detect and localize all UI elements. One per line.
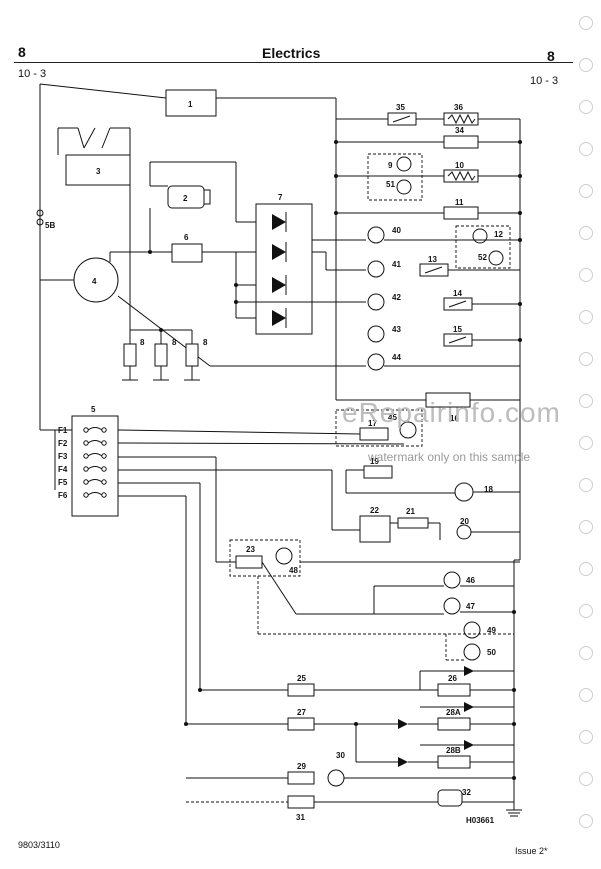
binder-hole	[579, 436, 593, 450]
issue-label: Issue 2*	[515, 846, 548, 856]
component-label-27: 27	[297, 708, 306, 717]
fuse-label-f1: F1	[58, 426, 68, 435]
section-number-right: 8	[547, 48, 555, 64]
fuse-element	[87, 453, 103, 457]
component-label-7: 7	[278, 193, 283, 202]
binder-hole	[579, 478, 593, 492]
component-label-18: 18	[484, 485, 493, 494]
binder-hole	[579, 226, 593, 240]
component-label-40: 40	[392, 226, 401, 235]
component-label-17: 17	[368, 419, 377, 428]
binder-hole	[579, 394, 593, 408]
binder-hole	[579, 772, 593, 786]
component-label-16: 16	[450, 414, 459, 423]
component-label-47: 47	[466, 602, 475, 611]
binder-hole	[579, 352, 593, 366]
component-label-4: 4	[92, 277, 97, 286]
fuse-label-f4: F4	[58, 465, 68, 474]
binder-hole	[579, 562, 593, 576]
header-rule	[14, 62, 573, 63]
binder-hole	[579, 142, 593, 156]
component-label-23: 23	[246, 545, 255, 554]
binder-holes	[579, 16, 595, 856]
fuse-element	[87, 466, 103, 470]
fuse-label-f6: F6	[58, 491, 68, 500]
fuse-label-f2: F2	[58, 439, 68, 448]
binder-hole	[579, 814, 593, 828]
component-label-6: 6	[184, 233, 189, 242]
component-label-41: 41	[392, 260, 401, 269]
component-label-44: 44	[392, 353, 401, 362]
page-ref-left: 10 - 3	[18, 68, 47, 80]
binder-hole	[579, 184, 593, 198]
component-label-28b: 28B	[446, 746, 461, 755]
component-label-52: 52	[478, 253, 487, 262]
component-label-43: 43	[392, 325, 401, 334]
component-label-50: 50	[487, 648, 496, 657]
component-label-25: 25	[297, 674, 306, 683]
component-label-15: 15	[453, 325, 462, 334]
drawing-reference: H03661	[466, 816, 495, 825]
component-label-45: 45	[388, 413, 397, 422]
fuse-element	[87, 492, 103, 496]
fuse-label-f5: F5	[58, 478, 68, 487]
component-label-5: 5	[91, 405, 96, 414]
binder-hole	[579, 268, 593, 282]
binder-hole	[579, 520, 593, 534]
component-label-29: 29	[297, 762, 306, 771]
component-label-51: 51	[386, 180, 395, 189]
component-label-1: 1	[188, 100, 193, 109]
component-label-28a: 28A	[446, 708, 461, 717]
fuse-element	[87, 479, 103, 483]
fuse-element	[87, 440, 103, 444]
component-label-19: 19	[370, 457, 379, 466]
binder-hole	[579, 730, 593, 744]
fuse-label-f3: F3	[58, 452, 68, 461]
component-label-30: 30	[336, 751, 345, 760]
page-title: Electrics	[262, 45, 321, 61]
component-label-49: 49	[487, 626, 496, 635]
component-label-11: 11	[455, 198, 464, 207]
component-label-42: 42	[392, 293, 401, 302]
component-label-36: 36	[454, 103, 463, 112]
page-ref-right: 10 - 3	[530, 75, 559, 87]
component-label-14: 14	[453, 289, 462, 298]
binder-hole	[579, 100, 593, 114]
component-label-5b: 5B	[45, 221, 55, 230]
component-label-31: 31	[296, 813, 305, 822]
component-label-20: 20	[460, 517, 469, 526]
binder-hole	[579, 604, 593, 618]
component-label-13: 13	[428, 255, 437, 264]
fuse-element	[87, 427, 103, 431]
component-label-8: 8	[172, 338, 177, 347]
component-label-46: 46	[466, 576, 475, 585]
doc-number: 9803/3110	[18, 840, 60, 850]
component-label-35: 35	[396, 103, 405, 112]
component-label-26: 26	[448, 674, 457, 683]
component-label-2: 2	[183, 194, 188, 203]
binder-hole	[579, 688, 593, 702]
component-label-8: 8	[203, 338, 208, 347]
component-label-22: 22	[370, 506, 379, 515]
component-label-3: 3	[96, 167, 101, 176]
component-label-34: 34	[455, 126, 464, 135]
component-label-9: 9	[388, 161, 393, 170]
binder-hole	[579, 646, 593, 660]
component-label-21: 21	[406, 507, 415, 516]
section-number-left: 8	[18, 44, 26, 60]
binder-hole	[579, 58, 593, 72]
binder-hole	[579, 310, 593, 324]
component-label-8: 8	[140, 338, 145, 347]
component-label-12: 12	[494, 230, 503, 239]
component-label-32: 32	[462, 788, 471, 797]
component-label-10: 10	[455, 161, 464, 170]
binder-hole	[579, 16, 593, 30]
component-label-48: 48	[289, 566, 298, 575]
diagram-static-geometry	[36, 83, 522, 817]
